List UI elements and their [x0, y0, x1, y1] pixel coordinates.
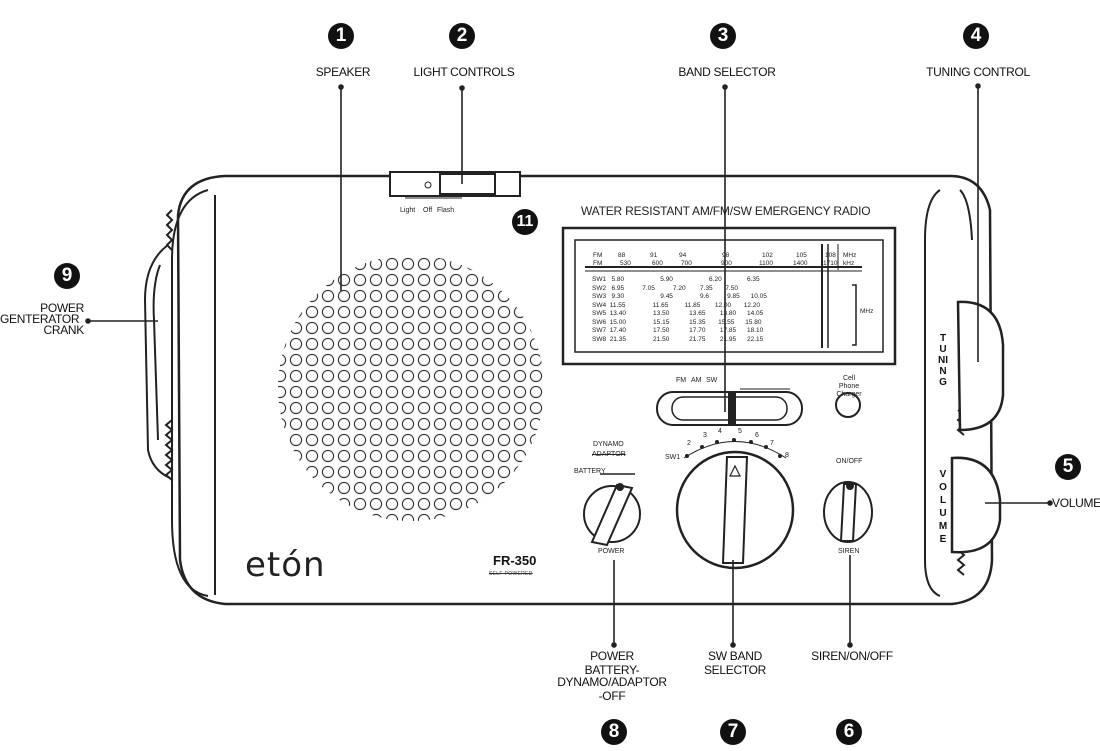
label-sw-band-line1: SW BAND: [708, 649, 762, 663]
dial-sw-row: SW4 11.55 11.65 11.85 12.00 12.20: [592, 302, 761, 309]
dial-sw-row: SW1 5.80 5.90 6.20 6.35: [592, 276, 760, 283]
callout-number-7: 7: [720, 719, 746, 745]
label-crank-line2: GENTERATOR: [0, 312, 80, 326]
label-light-controls: LIGHT CONTROLS: [413, 65, 515, 79]
dial-sw-unit: MHz: [860, 308, 874, 315]
radio-body: [176, 174, 994, 606]
sw-band-ticks: [685, 438, 782, 458]
label-power-line1: POWER: [590, 649, 634, 663]
dial-sw-row: SW3 9.30 9.45 9.6 9.85 10.05: [592, 293, 767, 300]
callout-number-8: 8: [601, 719, 627, 745]
siren-label-bottom: SIREN: [838, 548, 860, 555]
sw-knob-4: 4: [718, 428, 722, 435]
band-label-sw: SW: [706, 377, 718, 384]
light-switch-light: Light: [400, 207, 416, 214]
label-power-line2: BATTERY-: [584, 663, 640, 677]
side-volume-label: VOLUME: [938, 469, 948, 545]
label-crank-line3: CRANK: [43, 323, 84, 337]
label-tuning-control: TUNING CONTROL: [926, 65, 1030, 79]
dial-fm-tick: 108: [825, 252, 836, 259]
light-switch[interactable]: [389, 171, 521, 199]
model-subtitle: SELF-POWERED: [489, 571, 533, 577]
callout-number-9: 9: [54, 263, 80, 289]
dial-am-unit: kHz: [843, 260, 855, 267]
dial-fm-tick: 94: [679, 252, 687, 259]
power-label-battery: BATTERY: [574, 468, 606, 475]
dial-fm-tick: 98: [722, 252, 730, 259]
power-knob[interactable]: [583, 473, 641, 547]
callout-number-5: 5: [1055, 454, 1081, 480]
crank-handle: [143, 244, 171, 479]
speaker-grille: [278, 255, 544, 521]
dial-am-tick: 600: [652, 260, 663, 267]
label-power-line4: -OFF: [598, 689, 626, 703]
model-name: FR-350: [493, 553, 537, 568]
label-crank-line1: POWER: [40, 301, 84, 315]
dial-fm-tick: 105: [796, 252, 807, 259]
sw-band-knob[interactable]: [675, 441, 795, 570]
dial-sw-row: SW8 21.35 21.50 21.75 21.95 22.15: [592, 336, 764, 343]
callout-number-3: 3: [710, 23, 736, 49]
band-slide-switch[interactable]: [656, 388, 803, 426]
label-band-selector: BAND SELECTOR: [678, 65, 776, 79]
siren-knob[interactable]: [823, 481, 873, 543]
power-label-adaptor: ADAPTOR: [592, 451, 626, 458]
sw-knob-sw1: SW1: [665, 454, 681, 461]
label-speaker: SPEAKER: [315, 65, 371, 79]
sw-knob-3: 3: [703, 432, 707, 439]
dial-sw-row: SW5 13.40 13.50 13.65 13.80 14.05: [592, 310, 764, 317]
callout-number-4: 4: [963, 23, 989, 49]
callout-number-1: 1: [328, 23, 354, 49]
dial-am-label: FM: [593, 260, 603, 267]
side-tuning-label: TUNING: [938, 333, 948, 388]
dial-am-tick: 1100: [759, 260, 773, 267]
dial-fm-label: FM: [593, 252, 603, 259]
brand-logo: etón: [245, 545, 326, 585]
dial-am-tick: 700: [681, 260, 692, 267]
sw-knob-5: 5: [738, 428, 742, 435]
dial-am-tick: 1400: [793, 260, 808, 267]
dial-sw-row: SW7 17.40 17.50 17.70 17.85 18.10: [592, 327, 764, 334]
siren-label-top: ON/OFF: [836, 458, 863, 465]
callout-number-6: 6: [836, 719, 862, 745]
sw-knob-7: 7: [770, 440, 774, 447]
band-label-fm: FM: [676, 377, 687, 384]
tuning-display: [561, 226, 897, 366]
volume-wheel[interactable]: [950, 456, 1002, 554]
callout-number-11: 11: [512, 209, 538, 235]
power-label-bottom: POWER: [598, 548, 625, 555]
light-switch-off: Off: [423, 207, 433, 214]
sw-knob-6: 6: [755, 432, 759, 439]
label-sw-band-line2: SELECTOR: [703, 663, 767, 677]
side-grip-left: [164, 189, 216, 597]
dial-am-tick: 530: [620, 260, 631, 267]
tuning-wheel[interactable]: [956, 300, 1005, 432]
sw-knob-2: 2: [687, 440, 691, 447]
dial-fm-tick: 102: [762, 252, 773, 259]
dial-fm-tick: 88: [618, 252, 626, 259]
cell-phone-charger-port[interactable]: [835, 392, 861, 418]
callout-number-2: 2: [449, 23, 475, 49]
dial-am-tick: 900: [721, 260, 732, 267]
radio-headline: WATER RESISTANT AM/FM/SW EMERGENCY RADIO: [581, 204, 871, 218]
dial-fm-unit: MHz: [843, 252, 857, 259]
cell-phone-label: Cell Phone Charger: [836, 375, 862, 398]
band-label-am: AM: [691, 377, 702, 384]
dial-sw-row: SW6 15.00 15.15 15.35 15.55 15.80: [592, 319, 762, 326]
sw-knob-8: 8: [785, 452, 789, 459]
leader-lines: [85, 83, 1053, 648]
label-volume: VOLUME: [1052, 496, 1100, 510]
power-label-dynamo: DYNAMO: [593, 441, 624, 448]
label-power-line3: DYNAMO/ADAPTOR: [557, 675, 667, 689]
light-switch-flash: Flash: [437, 207, 455, 214]
dial-fm-tick: 91: [650, 252, 658, 259]
dial-sw-row: SW2 6.95 7.05 7.20 7.35 7.50: [592, 285, 738, 292]
label-siren-on-off: SIREN/ON/OFF: [811, 649, 893, 663]
dial-am-tick: 1710: [823, 260, 838, 267]
